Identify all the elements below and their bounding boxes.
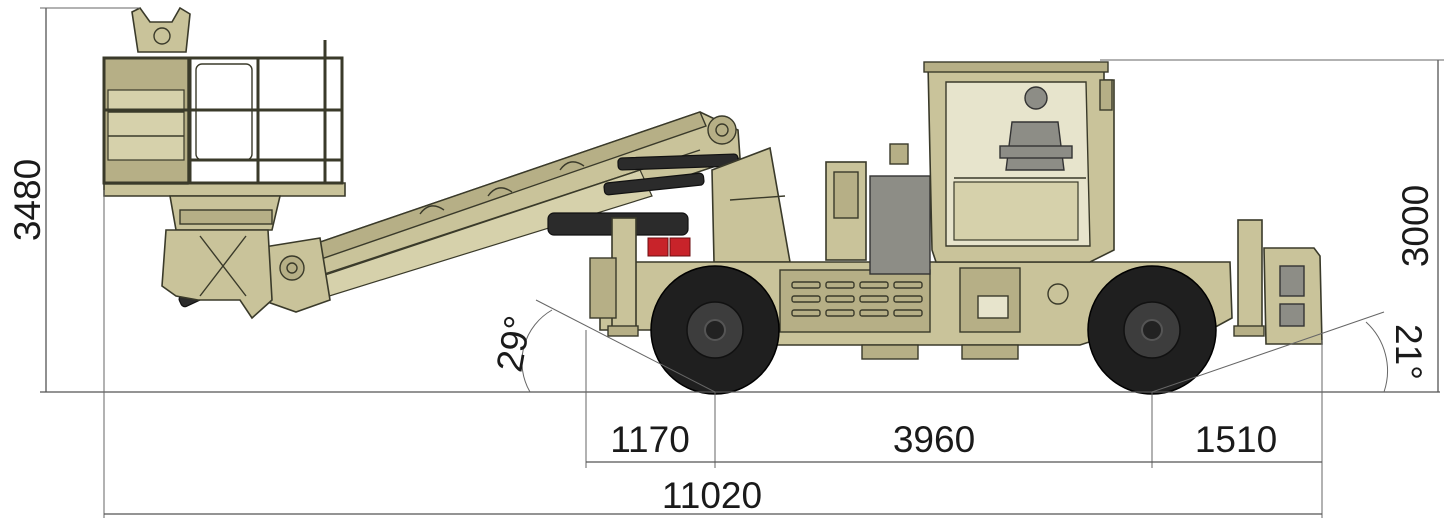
vehicle-illustration (102, 6, 1323, 395)
overall-height-label: 3480 (7, 159, 48, 241)
rear-wheel (1087, 265, 1217, 395)
front-outrigger (589, 217, 639, 337)
operator-cab (923, 61, 1115, 263)
control-boxes (825, 143, 931, 275)
front-wheel (650, 265, 780, 395)
boom-mast (711, 146, 791, 263)
departure-angle-label: 21° (1388, 324, 1429, 380)
warning-light-box (647, 237, 669, 257)
overall-length-label: 11020 (662, 475, 762, 516)
dimension-labels: 3480 3000 1170 3960 1510 11020 29° 21° (7, 159, 1436, 516)
wheelbase-label: 3960 (893, 419, 975, 460)
cab-height-label: 3000 (1395, 185, 1436, 267)
engine-grille (791, 281, 923, 317)
rear-outrigger (1233, 219, 1323, 345)
operator-figure (999, 86, 1073, 171)
rear-overhang-label: 1510 (1195, 419, 1277, 460)
work-platform (102, 6, 346, 320)
front-overhang-label: 1170 (610, 419, 690, 460)
approach-angle-label: 29° (489, 313, 539, 375)
dimension-lines (40, 7, 1444, 518)
